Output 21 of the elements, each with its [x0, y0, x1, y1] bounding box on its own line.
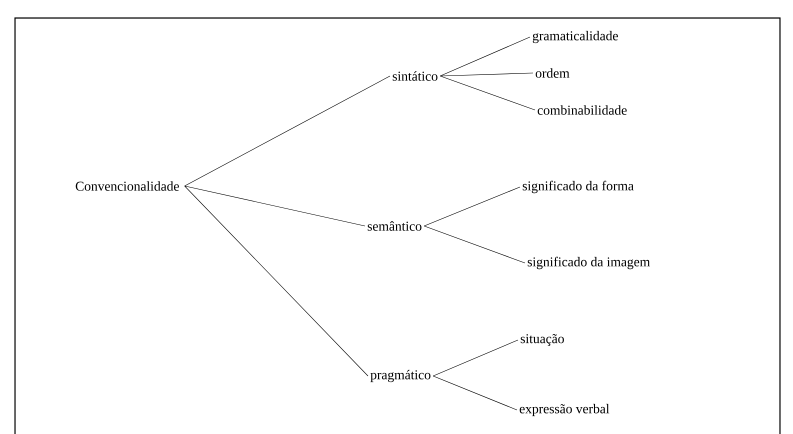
- branch-label: sintático: [392, 71, 438, 81]
- branch-label: semântico: [368, 221, 422, 231]
- branch-line: [432, 376, 518, 410]
- branch-line: [424, 226, 526, 264]
- leaf-label: combinabilidade: [538, 105, 627, 115]
- leaf-label: significado da imagem: [528, 256, 650, 270]
- leaf-label: gramaticalidade: [532, 30, 618, 44]
- branch-line: [440, 76, 536, 110]
- branch-line: [424, 186, 520, 226]
- leaf-label: situação: [520, 334, 564, 346]
- leaf-label: significado da forma: [522, 180, 634, 194]
- branch-line: [184, 186, 366, 226]
- branch-line: [440, 72, 534, 76]
- branch-line: [440, 36, 530, 76]
- leaf-label: expressão verbal: [520, 404, 610, 416]
- branch-line: [432, 340, 518, 376]
- root-label: Convencionalidade: [76, 181, 179, 191]
- branch-label: pragmático: [370, 370, 430, 382]
- branch-line: [184, 186, 368, 376]
- branch-line: [184, 76, 390, 186]
- leaf-label: ordem: [536, 68, 570, 78]
